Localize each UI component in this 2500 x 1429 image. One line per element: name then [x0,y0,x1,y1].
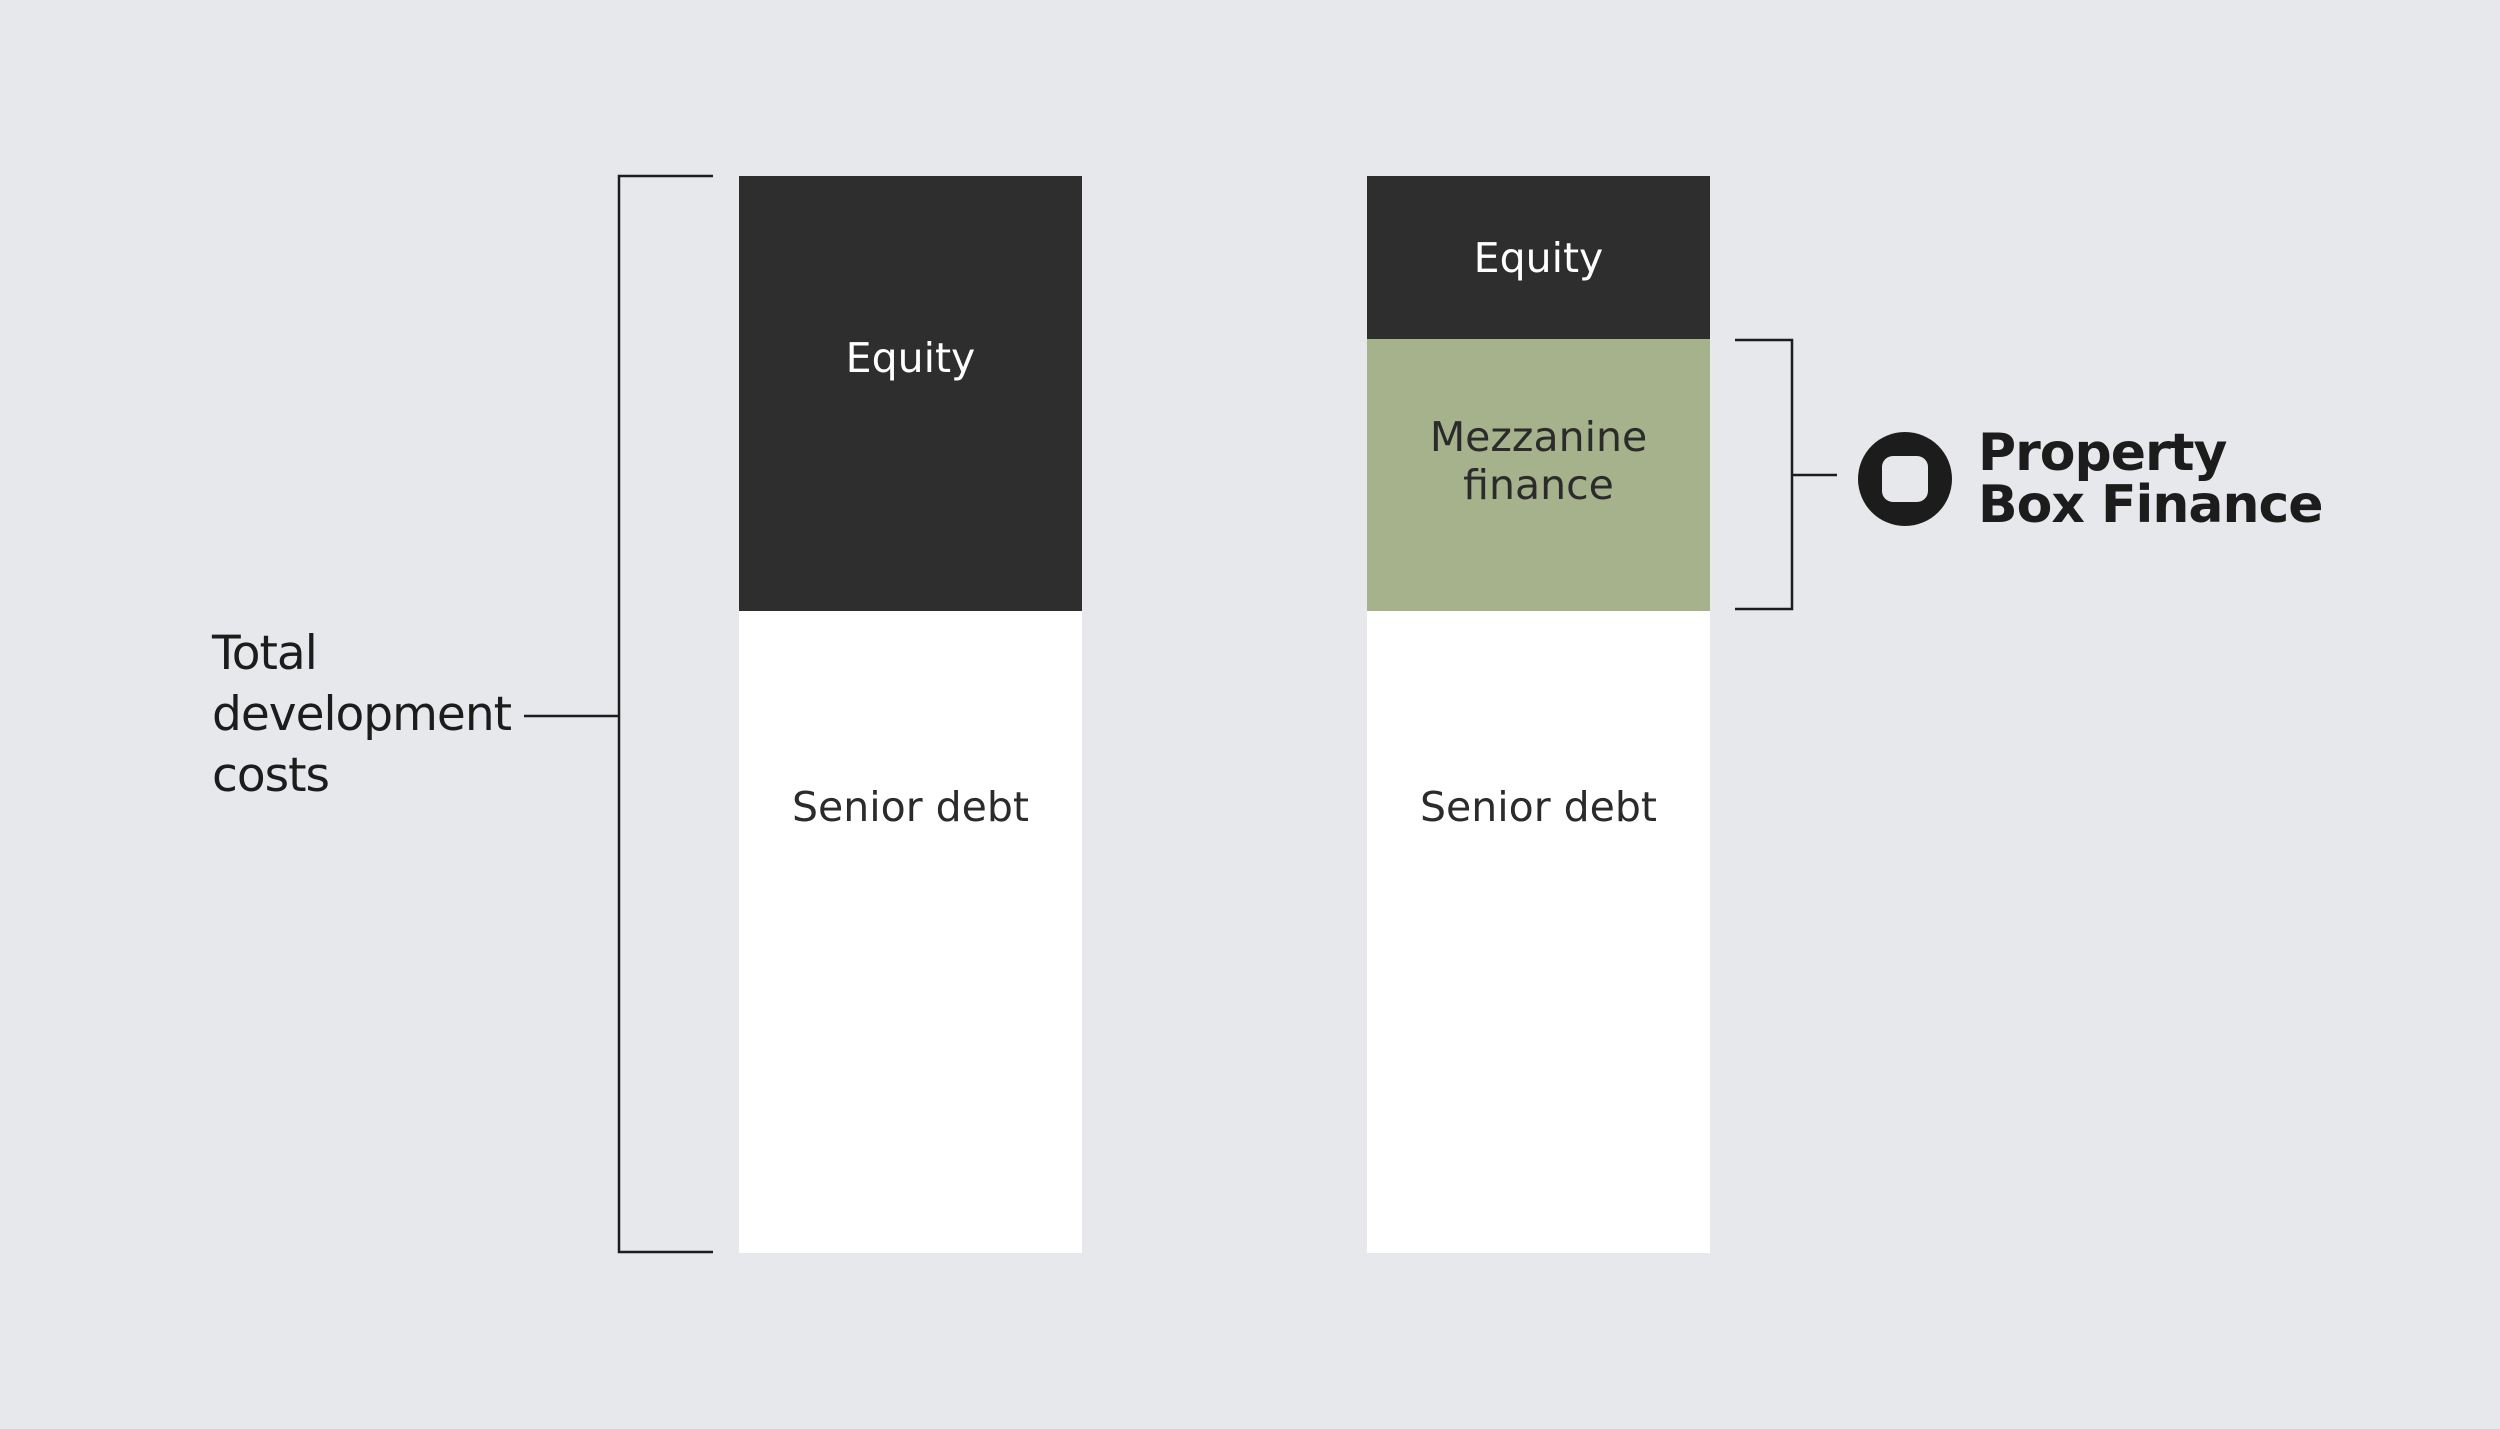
property-box-finance-logo: Property Box Finance [1858,423,2324,535]
left-equity-block: Equity [739,176,1082,611]
total-development-costs-label: Total development costs [212,623,532,806]
mezzanine-block: Mezzanine finance [1367,339,1710,611]
right-senior-debt-block: Senior debt [1367,611,1710,1253]
total-label-line-2: development [212,687,512,742]
left-senior-debt-block: Senior debt [739,611,1082,1253]
left-senior-debt-label: Senior debt [792,783,1029,831]
mezzanine-bracket [1735,338,1794,611]
mezzanine-label: Mezzanine finance [1429,413,1648,509]
total-label-line-1: Total [212,626,318,681]
brand-name-line-2: Box Finance [1978,475,2324,535]
total-label-line-3: costs [212,748,330,803]
total-bracket [617,174,713,1254]
brand-name-line-1: Property [1978,423,2227,483]
right-senior-debt-label: Senior debt [1420,783,1657,831]
rounded-square-logo-icon [1858,432,1952,526]
brand-name: Property Box Finance [1978,423,2324,535]
right-equity-block: Equity [1367,176,1710,339]
right-equity-label: Equity [1473,233,1604,282]
left-equity-label: Equity [845,333,976,382]
